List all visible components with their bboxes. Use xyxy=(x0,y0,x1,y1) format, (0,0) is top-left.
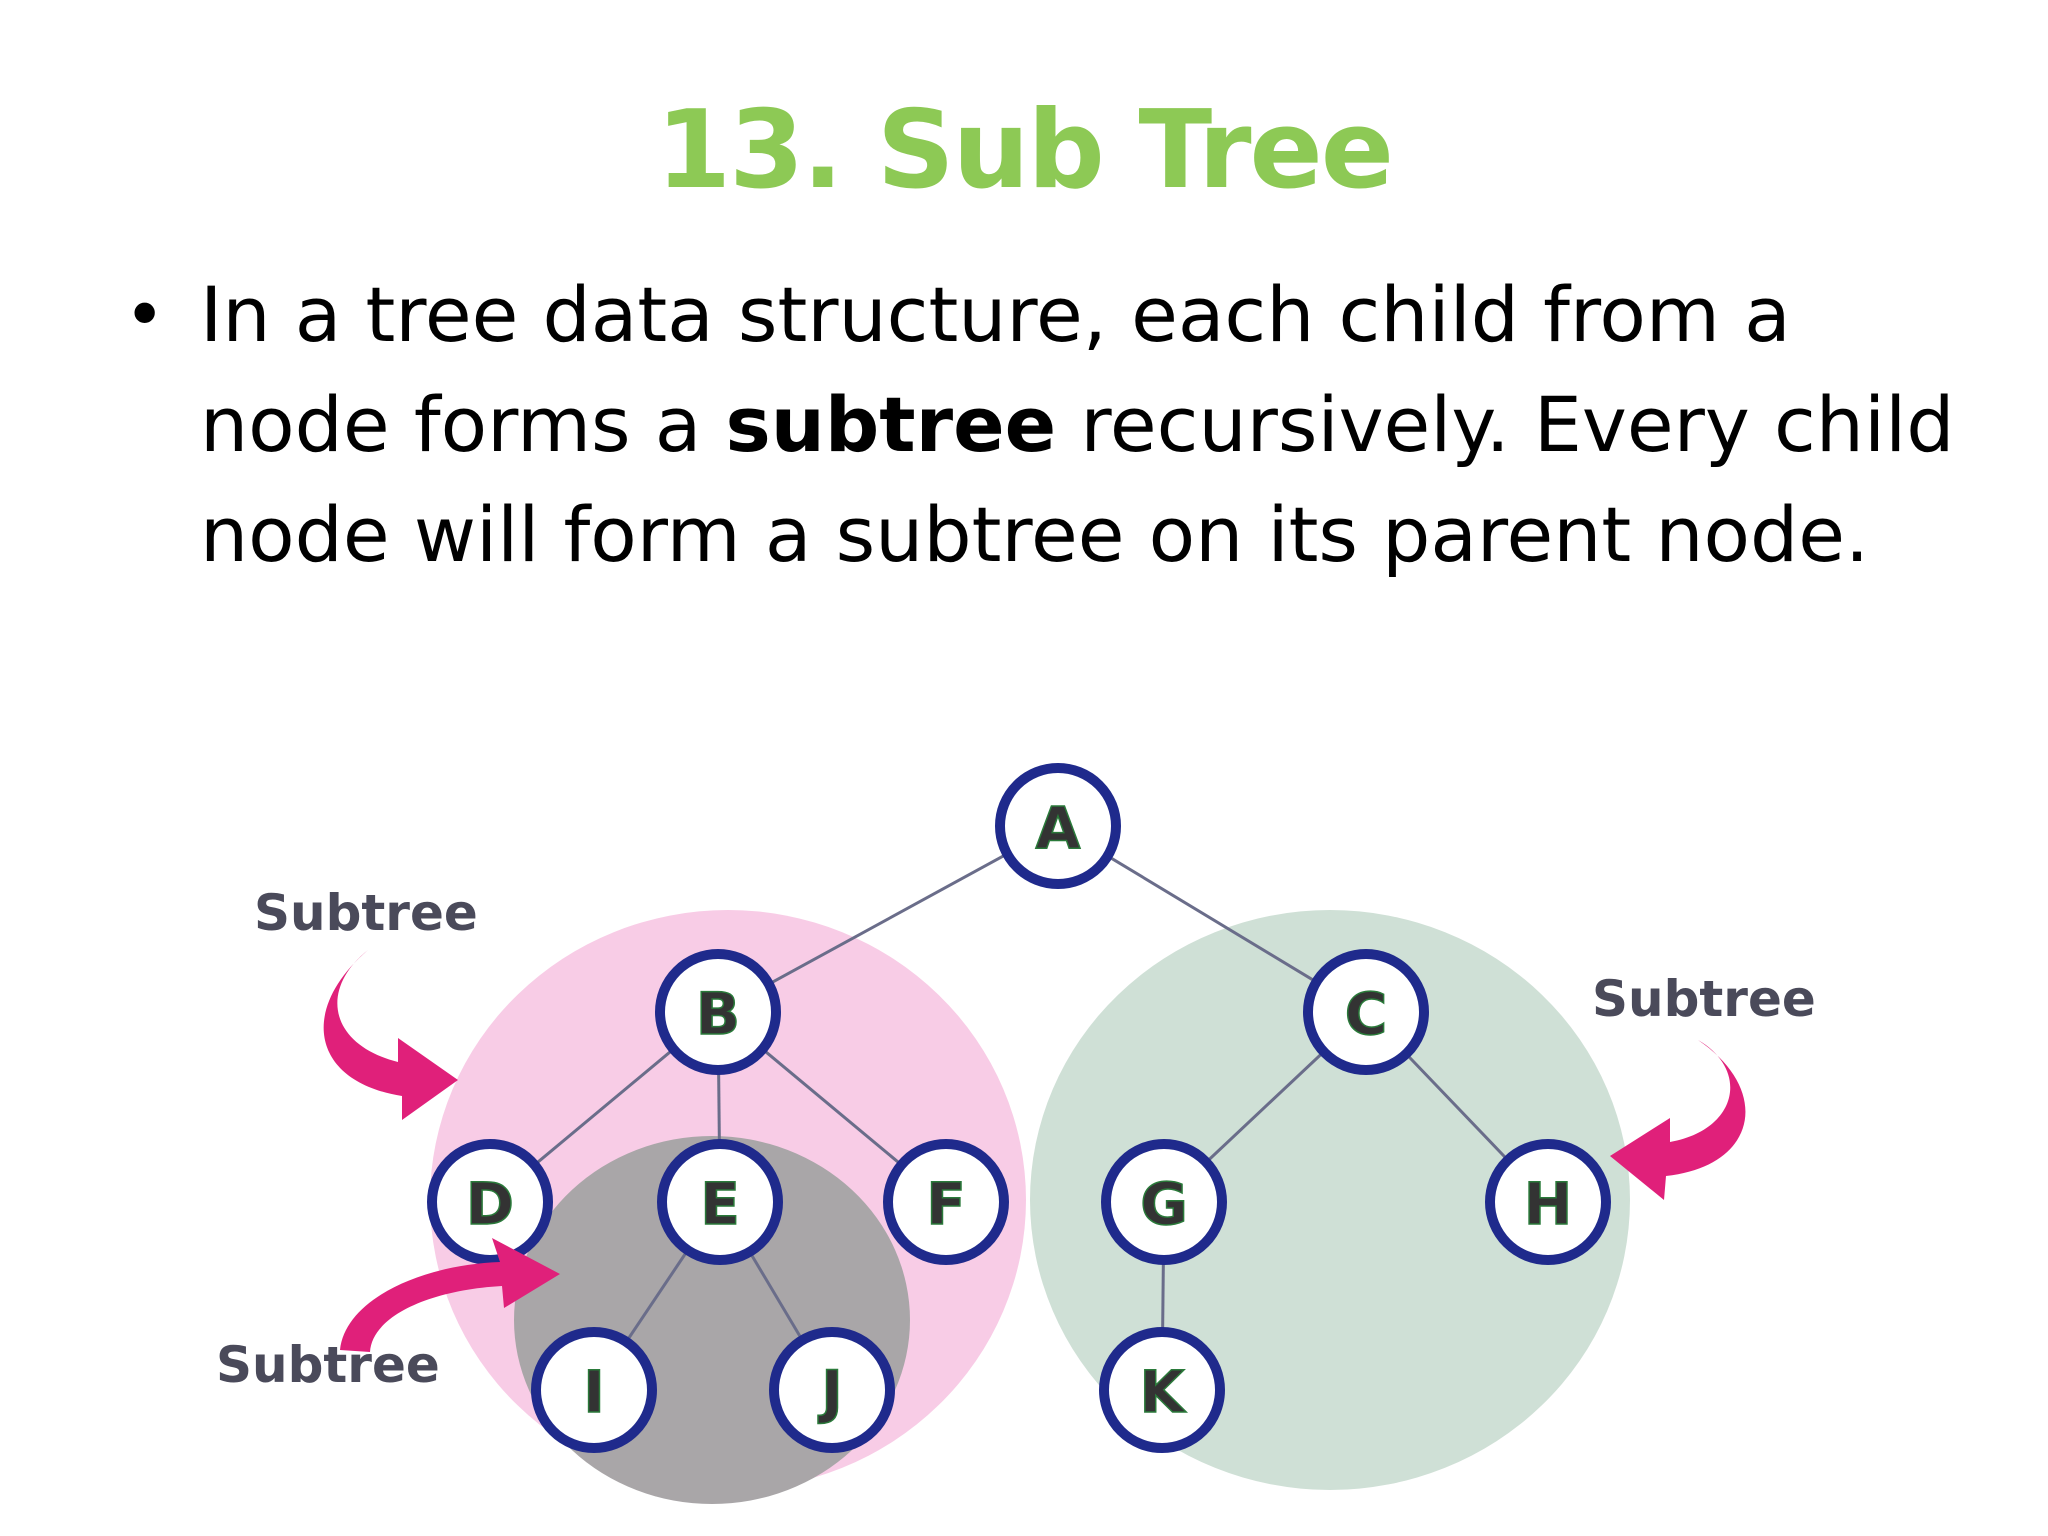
tree-node-label: K xyxy=(1140,1358,1187,1426)
subtree-label: Subtree xyxy=(254,884,478,942)
slide-title: 13. Sub Tree xyxy=(655,88,1394,213)
subtree-label: Subtree xyxy=(216,1336,440,1394)
tree-node-circle xyxy=(883,1139,1009,1265)
tree-node-circle xyxy=(1101,1139,1227,1265)
tree-node-label: A xyxy=(1036,794,1081,862)
tree-edge-g-k xyxy=(1161,1263,1165,1329)
tree-node-label: F xyxy=(926,1170,966,1238)
tree-nodes: A B C D E F G H I J K xyxy=(427,763,1611,1453)
bullet-bold-word: subtree xyxy=(725,380,1057,469)
tree-edge-b-e xyxy=(717,1073,721,1141)
tree-edge-b-f xyxy=(764,1050,900,1164)
tree-node-label: D xyxy=(466,1170,514,1238)
tree-edge-e-i xyxy=(627,1252,687,1340)
tree-node-circle xyxy=(427,1139,553,1265)
tree-node-label: G xyxy=(1140,1170,1188,1238)
tree-node-circle xyxy=(531,1327,657,1453)
tree-node-circle xyxy=(1485,1139,1611,1265)
arrow-icon xyxy=(323,950,458,1120)
tree-edge-b-d xyxy=(536,1050,672,1164)
tree-node-label: B xyxy=(696,980,740,1048)
tree-node-a: A xyxy=(995,763,1121,889)
tree-node-j: J xyxy=(769,1327,895,1453)
tree-node-b: B xyxy=(655,949,781,1075)
tree-node-k: K xyxy=(1099,1327,1225,1453)
arrow-icon xyxy=(1610,1040,1746,1200)
tree-node-circle xyxy=(1099,1327,1225,1453)
tree-node-circle xyxy=(657,1139,783,1265)
tree-node-i: I xyxy=(531,1327,657,1453)
tree-node-circle xyxy=(769,1327,895,1453)
tree-node-g: G xyxy=(1101,1139,1227,1265)
tree-node-d: D xyxy=(427,1139,553,1265)
tree-node-f: F xyxy=(883,1139,1009,1265)
tree-edge-c-h xyxy=(1407,1055,1507,1159)
subtree-label: Subtree xyxy=(1592,970,1816,1028)
tree-node-label: I xyxy=(583,1358,605,1426)
tree-node-label: E xyxy=(700,1170,740,1238)
bullet-text-before: In a tree data structure, each child fro… xyxy=(200,270,1791,469)
tree-node-label: H xyxy=(1524,1170,1573,1238)
arrow-icon xyxy=(340,1238,560,1352)
tree-edge-a-c xyxy=(1110,856,1314,982)
tree-node-e: E xyxy=(657,1139,783,1265)
tree-node-circle xyxy=(995,763,1121,889)
bullet-paragraph: • In a tree data structure, each child f… xyxy=(124,260,1960,590)
tree-edges xyxy=(536,854,1507,1340)
tree-node-label: C xyxy=(1345,980,1388,1048)
bullet-dot-icon: • xyxy=(124,274,166,356)
bullet-text: In a tree data structure, each child fro… xyxy=(200,270,1954,579)
tree-edge-a-b xyxy=(771,854,1005,984)
tree-node-label: J xyxy=(817,1358,843,1426)
tree-node-circle xyxy=(1303,949,1429,1075)
tree-node-h: H xyxy=(1485,1139,1611,1265)
tree-node-circle xyxy=(655,949,781,1075)
tree-node-c: C xyxy=(1303,949,1429,1075)
tree-edge-e-j xyxy=(750,1254,802,1338)
bullet-text-after: recursively. Every child node will form … xyxy=(200,380,1955,579)
tree-edge-c-g xyxy=(1208,1053,1322,1161)
